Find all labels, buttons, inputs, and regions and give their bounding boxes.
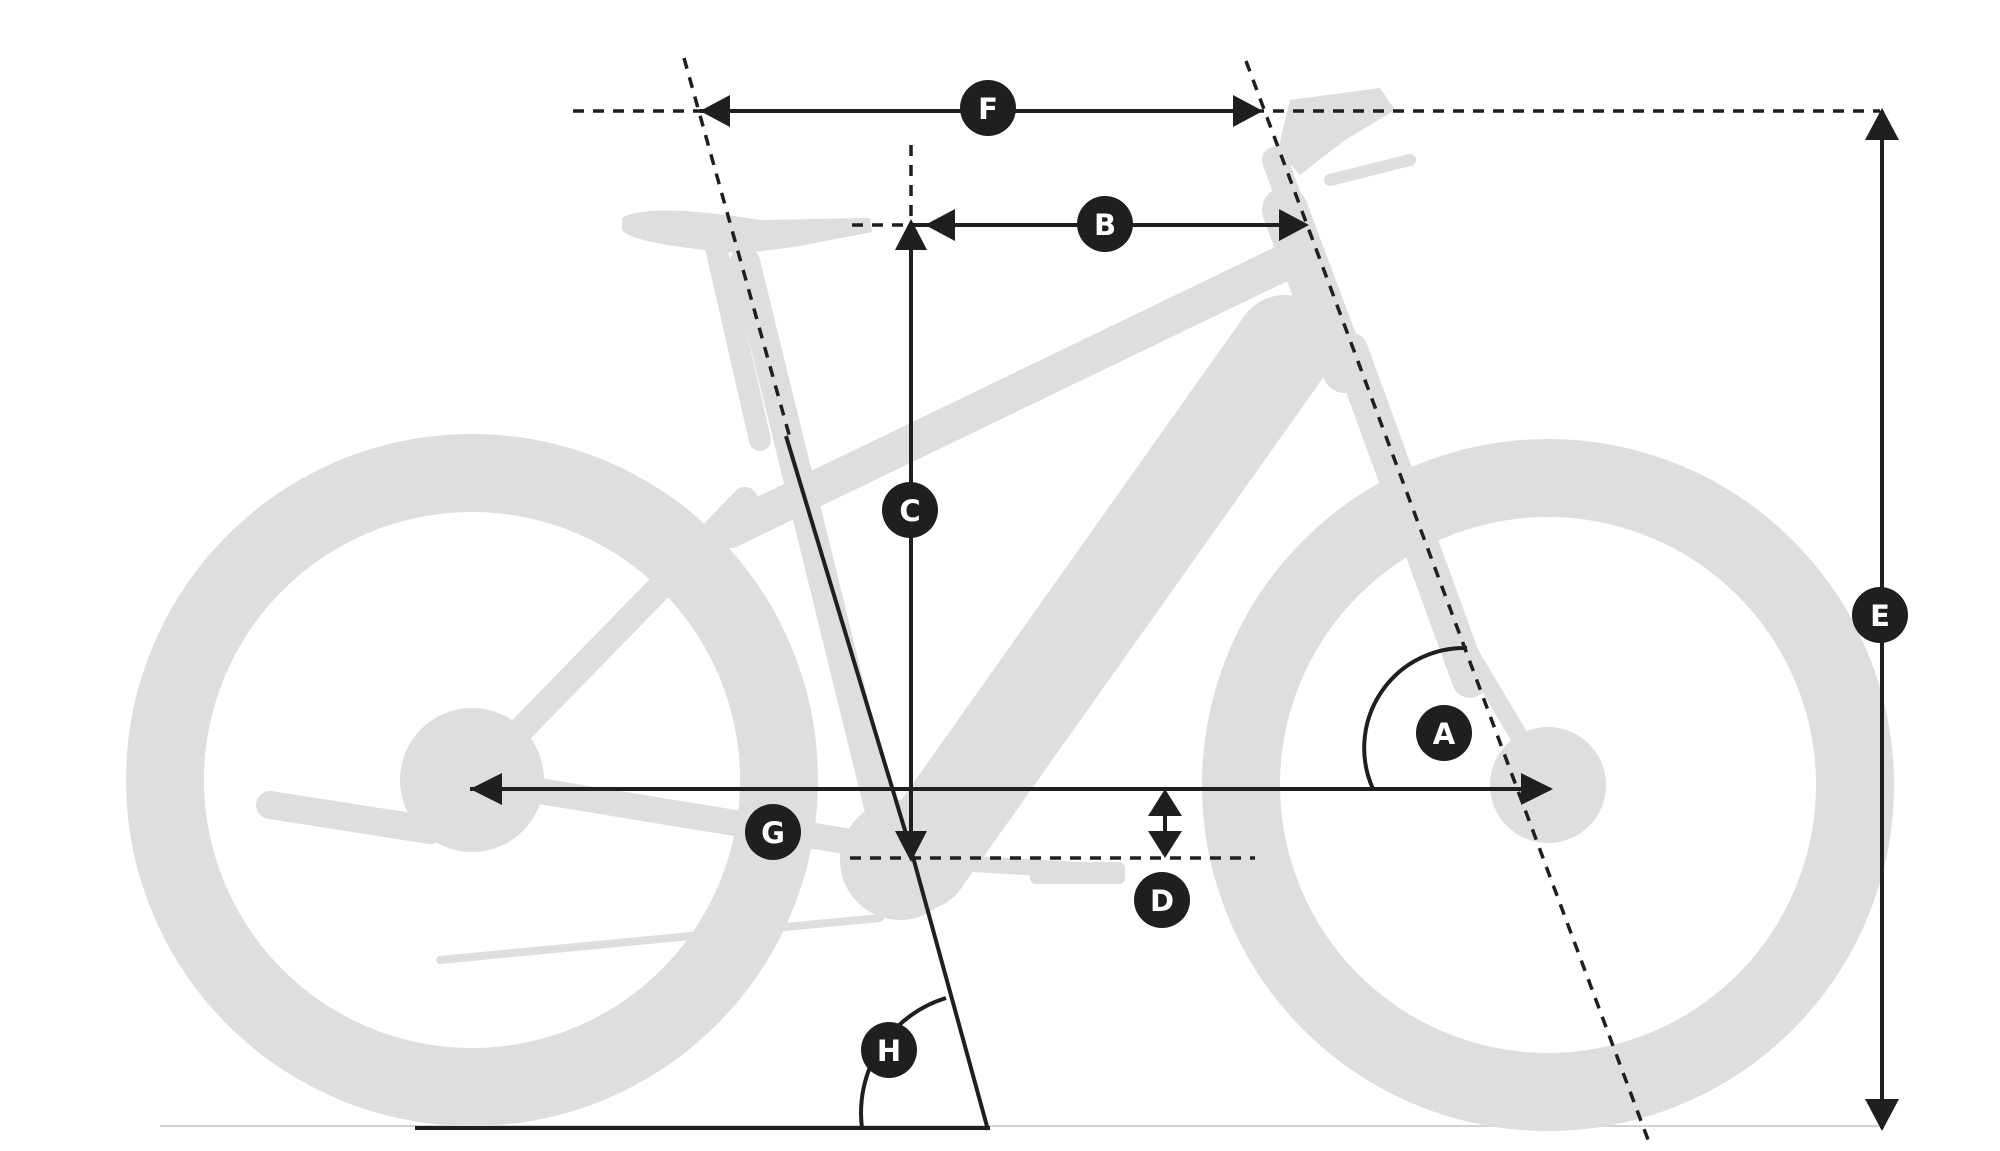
label-d: D — [1134, 872, 1190, 928]
wheel-spoke — [354, 819, 477, 1020]
bike-silhouette — [126, 88, 1894, 1131]
dimension-lines — [415, 57, 1899, 1146]
wheel-spoke — [1512, 521, 1524, 754]
wheel-spoke — [502, 743, 736, 756]
label-f-text: F — [978, 92, 998, 126]
wheel-spoke — [496, 810, 509, 1044]
label-a: A — [1416, 705, 1472, 761]
wheel-spoke — [1347, 822, 1537, 962]
wheel-spoke — [1535, 527, 1618, 748]
wheel-spoke — [452, 514, 490, 745]
wheel-spoke — [1572, 816, 1584, 1049]
wheel-spoke — [435, 516, 448, 750]
wheel-spoke — [1551, 573, 1711, 746]
wheel-spoke — [497, 692, 724, 751]
front-wheel-spokes — [1282, 519, 1814, 1051]
wheel-spoke — [1585, 796, 1725, 986]
wheel-spoke — [1282, 766, 1513, 805]
wheel-spoke — [1587, 788, 1760, 948]
wheel-spoke — [1577, 810, 1635, 1038]
label-d-text: D — [1150, 884, 1174, 918]
label-e-text: E — [1870, 599, 1890, 633]
wheel-spoke — [501, 805, 560, 1032]
wheel-spoke — [1585, 772, 1806, 855]
label-h: H — [861, 1022, 917, 1078]
wheel-spoke — [1284, 809, 1517, 821]
label-g-text: G — [761, 816, 785, 850]
wheel-spoke — [1579, 749, 1812, 761]
label-c-text: C — [899, 494, 920, 528]
wheel-spoke — [459, 522, 541, 743]
wheel-spoke — [1429, 824, 1553, 1025]
wheel-spoke — [214, 711, 435, 793]
wheel-spoke — [1336, 622, 1509, 782]
wheel-spoke — [1290, 715, 1511, 798]
wheel-spoke — [1528, 519, 1567, 750]
label-b-text: B — [1094, 208, 1116, 242]
wheel-spoke — [294, 580, 435, 769]
wheel-spoke — [1371, 584, 1511, 774]
wheel-spoke — [1478, 822, 1561, 1043]
wheel-spoke — [1583, 765, 1814, 804]
wheel-spoke — [1582, 803, 1683, 1016]
label-b: B — [1077, 196, 1133, 252]
wheel-spoke — [1295, 814, 1523, 872]
wheel-spoke — [206, 762, 437, 800]
wheel-spoke — [1385, 824, 1545, 997]
wheel-spoke — [506, 798, 607, 1011]
wheel-spoke — [1566, 650, 1779, 751]
wheel-spoke — [259, 618, 433, 777]
wheel-spoke — [232, 662, 433, 785]
saddle — [622, 210, 872, 253]
wheel-spoke — [1529, 820, 1568, 1051]
wheel-spoke — [1543, 545, 1667, 746]
wheel-spoke — [511, 783, 685, 942]
wheel-spoke — [1559, 608, 1749, 748]
bike-frame — [256, 88, 1557, 964]
wheel-spoke — [1308, 666, 1509, 790]
wheel-spoke — [509, 791, 650, 980]
wheel-spoke — [1317, 819, 1530, 920]
label-a-text: A — [1433, 717, 1456, 751]
wheel-spoke — [454, 815, 492, 1046]
label-c: C — [882, 482, 938, 538]
wheel-spoke — [384, 528, 443, 755]
label-h-text: H — [877, 1034, 901, 1068]
wheel-spoke — [337, 549, 438, 762]
wheel-spoke — [1587, 780, 1788, 904]
label-f: F — [960, 80, 1016, 136]
label-e: E — [1852, 587, 1908, 643]
label-g: G — [745, 804, 801, 860]
wheel-spoke — [467, 540, 590, 741]
wheel-spoke — [475, 567, 634, 741]
wheel-spoke — [310, 819, 469, 993]
wheel-spoke — [403, 817, 485, 1038]
wheel-spoke — [1573, 698, 1801, 756]
